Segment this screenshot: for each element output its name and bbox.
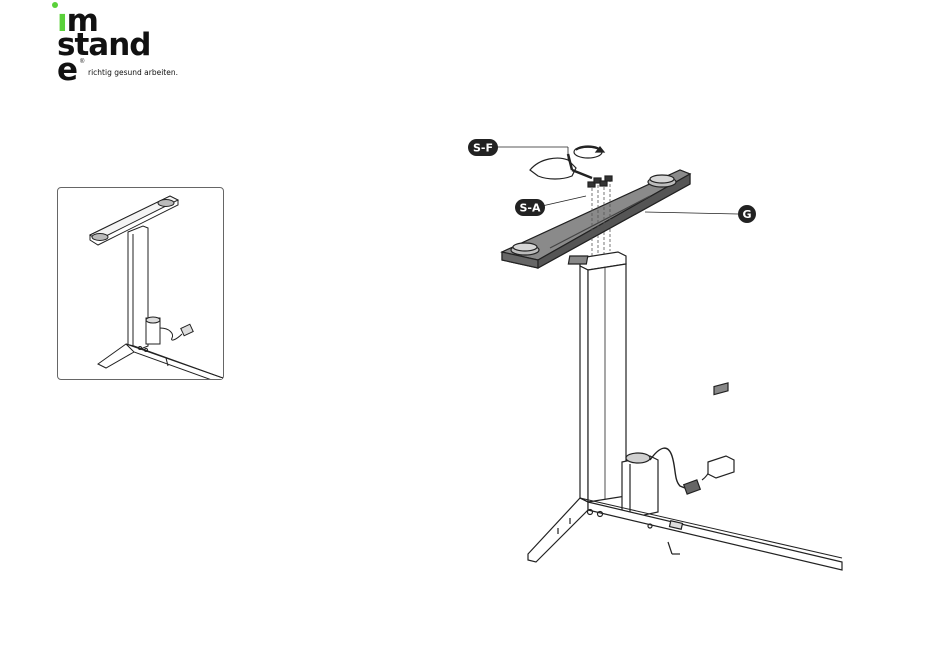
callout-g: G (738, 205, 756, 223)
overview-drawing (58, 188, 223, 379)
brand-logo: ım stand e ® richtig gesund arbeiten. (52, 2, 192, 86)
callout-s-a: S-A (515, 199, 545, 216)
callout-s-f-label: S-F (473, 142, 493, 155)
assembly-drawing: S-F S-A G (440, 130, 880, 580)
logo-tagline: richtig gesund arbeiten. (88, 68, 178, 77)
overview-thumbnail (57, 187, 224, 380)
callout-s-f: S-F (468, 139, 498, 156)
logo-line-3: e (57, 55, 77, 86)
assembly-illustration: S-F S-A G (440, 130, 880, 580)
callout-g-label: G (742, 208, 751, 221)
registered-mark: ® (80, 59, 84, 65)
callout-s-a-label: S-A (519, 202, 540, 215)
